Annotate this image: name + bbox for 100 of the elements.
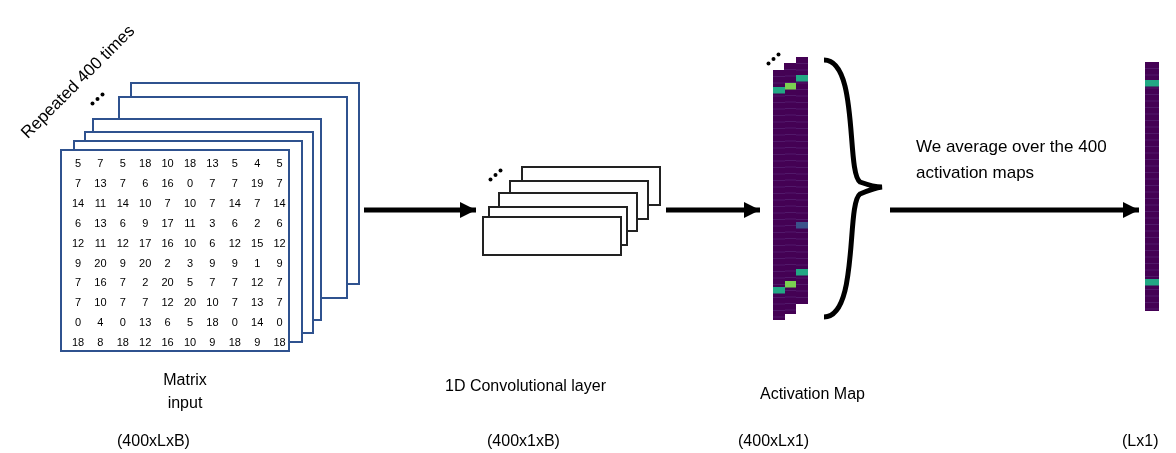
arrow (890, 202, 1139, 218)
matrix-value: 10 (160, 157, 175, 169)
matrix-value: 7 (275, 176, 284, 189)
matrix-value: 6 (208, 236, 217, 249)
matrix-value: 7 (230, 276, 239, 289)
matrix-value: 9 (208, 256, 217, 269)
matrix-value: 7 (230, 176, 239, 189)
matrix-value: 18 (182, 157, 198, 169)
matrix-value: 0 (118, 316, 127, 329)
matrix-value: 7 (73, 296, 83, 309)
matrix-value: 5 (118, 157, 127, 169)
matrix-value: 16 (160, 176, 175, 189)
matrix-value: 20 (182, 296, 198, 309)
matrix-value: 18 (272, 336, 287, 349)
matrix-value: 6 (118, 216, 127, 229)
matrix-value: 1 (253, 256, 262, 269)
matrix-value: 6 (163, 316, 172, 329)
averaged-map-drawing (1143, 60, 1161, 313)
matrix-value: 7 (73, 176, 83, 189)
matrix-value: 13 (205, 157, 220, 169)
matrix-value: 16 (93, 276, 108, 289)
matrix-value: 2 (253, 216, 262, 229)
matrix-value: 12 (160, 296, 175, 309)
matrix-value: 0 (73, 316, 83, 329)
matrix-value: 7 (163, 196, 172, 209)
matrix-value: 0 (275, 316, 284, 329)
node-label: 1D Convolutional layer (445, 376, 606, 396)
matrix-value: 13 (93, 216, 108, 229)
matrix-value: 7 (73, 276, 83, 289)
matrix-value: 20 (160, 276, 175, 289)
matrix-value: 7 (275, 296, 284, 309)
matrix-value: 5 (185, 276, 195, 289)
matrix-value: 0 (185, 176, 195, 189)
matrix-value: 10 (93, 296, 108, 309)
matrix-value: 7 (253, 196, 262, 209)
matrix-value: 14 (227, 196, 242, 209)
matrix-value: 12 (227, 236, 242, 249)
matrix-value: 11 (183, 216, 197, 229)
matrix-value: 9 (141, 216, 150, 229)
matrix-value: 9 (230, 256, 239, 269)
dimension-label: (Lx1) (1122, 431, 1159, 451)
matrix-value: 10 (182, 196, 198, 209)
matrix-value: 7 (118, 276, 127, 289)
matrix-value: 5 (185, 316, 195, 329)
matrix-value: 9 (118, 256, 127, 269)
matrix-value: 3 (208, 216, 217, 229)
arrow (666, 202, 760, 218)
matrix-value: 7 (118, 296, 127, 309)
matrix-value: 12 (138, 336, 153, 349)
matrix-value: 7 (208, 176, 217, 189)
matrix-value: 19 (250, 176, 265, 189)
matrix-value: 16 (160, 336, 175, 349)
matrix-value: 17 (138, 236, 153, 249)
node-label: (400xLxB) (117, 431, 190, 451)
matrix-value: 4 (96, 316, 105, 329)
matrix-value: 9 (275, 256, 284, 269)
node-label: (400x1xB) (487, 431, 560, 451)
matrix-value: 2 (163, 256, 172, 269)
matrix-value: 20 (93, 256, 108, 269)
matrix-value: 7 (275, 276, 284, 289)
matrix-value: 4 (253, 157, 262, 169)
matrix-value: 2 (141, 276, 150, 289)
matrix-value: 5 (73, 157, 83, 169)
node-label: Activation Map (760, 384, 865, 404)
matrix-value: 10 (138, 196, 153, 209)
matrix-value: 12 (115, 236, 130, 249)
matrix-value: 18 (227, 336, 242, 349)
matrix-value: 16 (160, 236, 175, 249)
matrix-value: 15 (250, 236, 265, 249)
matrix-value: 0 (230, 316, 239, 329)
matrix-value: 11 (93, 236, 108, 249)
node-label: Matrix input (162, 370, 208, 413)
matrix-value: 9 (73, 256, 83, 269)
matrix-value: 13 (250, 296, 265, 309)
matrix-value: 13 (138, 316, 153, 329)
matrix-value: 3 (185, 256, 195, 269)
matrix-value: 6 (230, 216, 239, 229)
matrix-value: 12 (70, 236, 86, 249)
matrix-value: 8 (96, 336, 105, 349)
matrix-value: 14 (250, 316, 265, 329)
matrix-value: 18 (70, 336, 86, 349)
matrix-value: 17 (160, 216, 175, 229)
matrix-value: 5 (230, 157, 239, 169)
matrix-value: 18 (138, 157, 153, 169)
matrix-value: 20 (138, 256, 153, 269)
matrix-value: 18 (115, 336, 130, 349)
matrix-value: 10 (182, 236, 198, 249)
matrix-value: 7 (230, 296, 239, 309)
matrix-value: 13 (93, 176, 108, 189)
matrix-value: 6 (275, 216, 284, 229)
matrix-value: 12 (272, 236, 287, 249)
matrix-value: 7 (208, 196, 217, 209)
matrix-value: 7 (118, 176, 127, 189)
matrix-value: 7 (141, 296, 150, 309)
node-label: (400xLx1) (738, 431, 810, 451)
matrix-value: 18 (205, 316, 220, 329)
matrix-value: 14 (115, 196, 130, 209)
matrix-value: 11 (93, 196, 108, 209)
matrix-value: 10 (182, 336, 198, 349)
matrix-value: 7 (96, 157, 105, 169)
